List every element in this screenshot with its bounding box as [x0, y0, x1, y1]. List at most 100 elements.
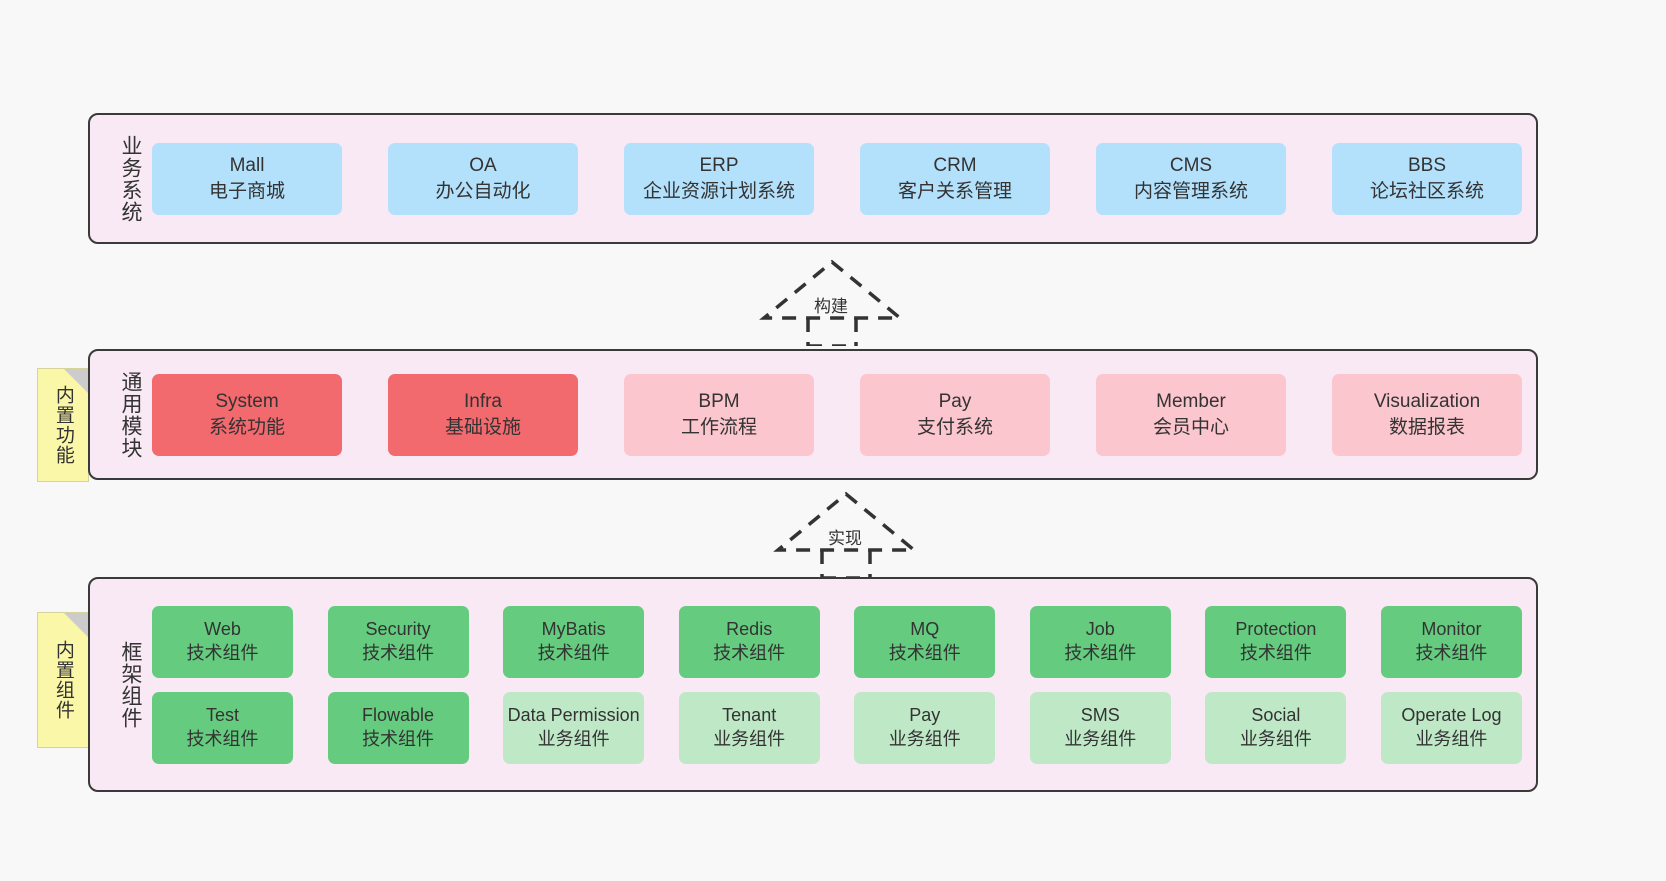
node-protection-name: Protection [1235, 618, 1317, 639]
node-pay-module[interactable]: Pay 支付系统 [860, 373, 1050, 456]
node-test-name: Test [205, 704, 239, 725]
node-tenant-desc: 业务组件 [713, 728, 786, 749]
node-social-desc: 业务组件 [1239, 728, 1312, 749]
node-tenant[interactable]: Tenant 业务组件 [678, 691, 820, 764]
node-erp-desc: 企业资源计划系统 [642, 180, 795, 202]
node-security[interactable]: Security 技术组件 [327, 605, 469, 678]
node-member[interactable]: Member 会员中心 [1096, 373, 1286, 456]
node-mybatis-name: MyBatis [541, 618, 606, 639]
node-security-desc: 技术组件 [362, 642, 435, 663]
layer-business-systems: 业务系统 Mall 电子商城 OA 办公自动化 ERP 企业资源计划系统 CRM… [88, 113, 1538, 244]
node-pay-component-name: Pay [909, 704, 941, 725]
framework-row-technical: Web 技术组件 Security 技术组件 MyBatis 技术组件 Redi… [152, 605, 1522, 678]
node-system[interactable]: System 系统功能 [152, 373, 342, 456]
note-built-in-components: 内置组件 [37, 612, 89, 748]
node-visualization[interactable]: Visualization 数据报表 [1332, 373, 1522, 456]
node-erp-name: ERP [699, 155, 739, 177]
node-mall[interactable]: Mall 电子商城 [152, 142, 342, 215]
node-protection[interactable]: Protection 技术组件 [1205, 605, 1347, 678]
arrow-implement-label: 实现 [828, 529, 862, 548]
node-visualization-name: Visualization [1373, 391, 1481, 413]
note-built-in-components-label: 内置组件 [52, 640, 74, 720]
node-web-name: Web [204, 618, 241, 639]
arrow-build: 构建 [752, 256, 912, 348]
node-social[interactable]: Social 业务组件 [1205, 691, 1347, 764]
node-data-permission-name: Data Permission [507, 704, 640, 725]
node-oa-name: OA [469, 155, 497, 177]
layer-title-business-systems: 业务系统 [119, 134, 142, 223]
node-member-desc: 会员中心 [1152, 416, 1229, 438]
node-redis[interactable]: Redis 技术组件 [678, 605, 820, 678]
node-crm-name: CRM [933, 155, 977, 177]
node-erp[interactable]: ERP 企业资源计划系统 [624, 142, 814, 215]
arrow-implement: 实现 [766, 488, 926, 580]
node-mybatis[interactable]: MyBatis 技术组件 [503, 605, 645, 678]
node-bpm-desc: 工作流程 [680, 416, 757, 438]
node-cms[interactable]: CMS 内容管理系统 [1096, 142, 1286, 215]
node-job-name: Job [1085, 618, 1115, 639]
node-redis-desc: 技术组件 [713, 642, 786, 663]
node-visualization-desc: 数据报表 [1388, 416, 1465, 438]
node-mq-name: MQ [910, 618, 940, 639]
node-infra-desc: 基础设施 [444, 416, 521, 438]
node-infra[interactable]: Infra 基础设施 [388, 373, 578, 456]
node-flowable[interactable]: Flowable 技术组件 [327, 691, 469, 764]
node-bpm-name: BPM [698, 391, 740, 413]
node-monitor[interactable]: Monitor 技术组件 [1380, 605, 1522, 678]
node-crm-desc: 客户关系管理 [897, 180, 1012, 202]
node-cms-name: CMS [1169, 155, 1213, 177]
node-job[interactable]: Job 技术组件 [1029, 605, 1171, 678]
node-protection-desc: 技术组件 [1239, 642, 1312, 663]
node-pay-component-desc: 业务组件 [888, 728, 961, 749]
node-mq[interactable]: MQ 技术组件 [854, 605, 996, 678]
node-tenant-name: Tenant [722, 704, 777, 725]
node-monitor-desc: 技术组件 [1415, 642, 1488, 663]
node-mq-desc: 技术组件 [888, 642, 961, 663]
node-test-desc: 技术组件 [186, 728, 259, 749]
layer-common-modules: 通用模块 System 系统功能 Infra 基础设施 BPM 工作流程 Pay… [88, 349, 1538, 480]
layer-body-business-systems: Mall 电子商城 OA 办公自动化 ERP 企业资源计划系统 CRM 客户关系… [148, 115, 1536, 242]
node-web[interactable]: Web 技术组件 [152, 605, 293, 678]
node-crm[interactable]: CRM 客户关系管理 [860, 142, 1050, 215]
node-infra-name: Infra [463, 391, 503, 413]
node-sms[interactable]: SMS 业务组件 [1029, 691, 1171, 764]
node-system-desc: 系统功能 [208, 416, 285, 438]
node-social-name: Social [1251, 704, 1301, 725]
node-data-permission[interactable]: Data Permission 业务组件 [503, 691, 645, 764]
node-system-name: System [215, 391, 279, 413]
node-security-name: Security [365, 618, 431, 639]
node-mybatis-desc: 技术组件 [537, 642, 610, 663]
note-fold-corner-icon [64, 369, 88, 393]
arrow-build-label: 构建 [814, 297, 848, 316]
node-bbs-name: BBS [1407, 155, 1447, 177]
node-sms-name: SMS [1080, 704, 1120, 725]
layer-body-framework-components: Web 技术组件 Security 技术组件 MyBatis 技术组件 Redi… [148, 579, 1536, 790]
node-operate-log-name: Operate Log [1401, 704, 1502, 725]
note-built-in-functions: 内置功能 [37, 368, 89, 482]
node-bbs-desc: 论坛社区系统 [1369, 180, 1484, 202]
layer-body-common-modules: System 系统功能 Infra 基础设施 BPM 工作流程 Pay 支付系统… [148, 351, 1536, 478]
framework-row-business: Test 技术组件 Flowable 技术组件 Data Permission … [152, 691, 1522, 764]
node-cms-desc: 内容管理系统 [1133, 180, 1248, 202]
node-data-permission-desc: 业务组件 [537, 728, 610, 749]
node-bpm[interactable]: BPM 工作流程 [624, 373, 814, 456]
node-mall-desc: 电子商城 [208, 180, 285, 202]
node-member-name: Member [1156, 391, 1226, 413]
node-oa[interactable]: OA 办公自动化 [388, 142, 578, 215]
node-pay-module-name: Pay [938, 391, 972, 413]
node-bbs[interactable]: BBS 论坛社区系统 [1332, 142, 1522, 215]
node-oa-desc: 办公自动化 [435, 180, 531, 202]
node-flowable-name: Flowable [362, 704, 435, 725]
node-redis-name: Redis [726, 618, 773, 639]
node-flowable-desc: 技术组件 [362, 728, 435, 749]
node-pay-component[interactable]: Pay 业务组件 [854, 691, 996, 764]
layer-framework-components: 框架组件 Web 技术组件 Security 技术组件 MyBatis 技术组件… [88, 577, 1538, 792]
layer-title-common-modules: 通用模块 [119, 370, 142, 459]
node-operate-log-desc: 业务组件 [1415, 728, 1488, 749]
node-web-desc: 技术组件 [186, 642, 259, 663]
node-monitor-name: Monitor [1421, 618, 1482, 639]
note-built-in-functions-label: 内置功能 [52, 385, 74, 465]
node-operate-log[interactable]: Operate Log 业务组件 [1380, 691, 1522, 764]
node-test[interactable]: Test 技术组件 [152, 691, 293, 764]
